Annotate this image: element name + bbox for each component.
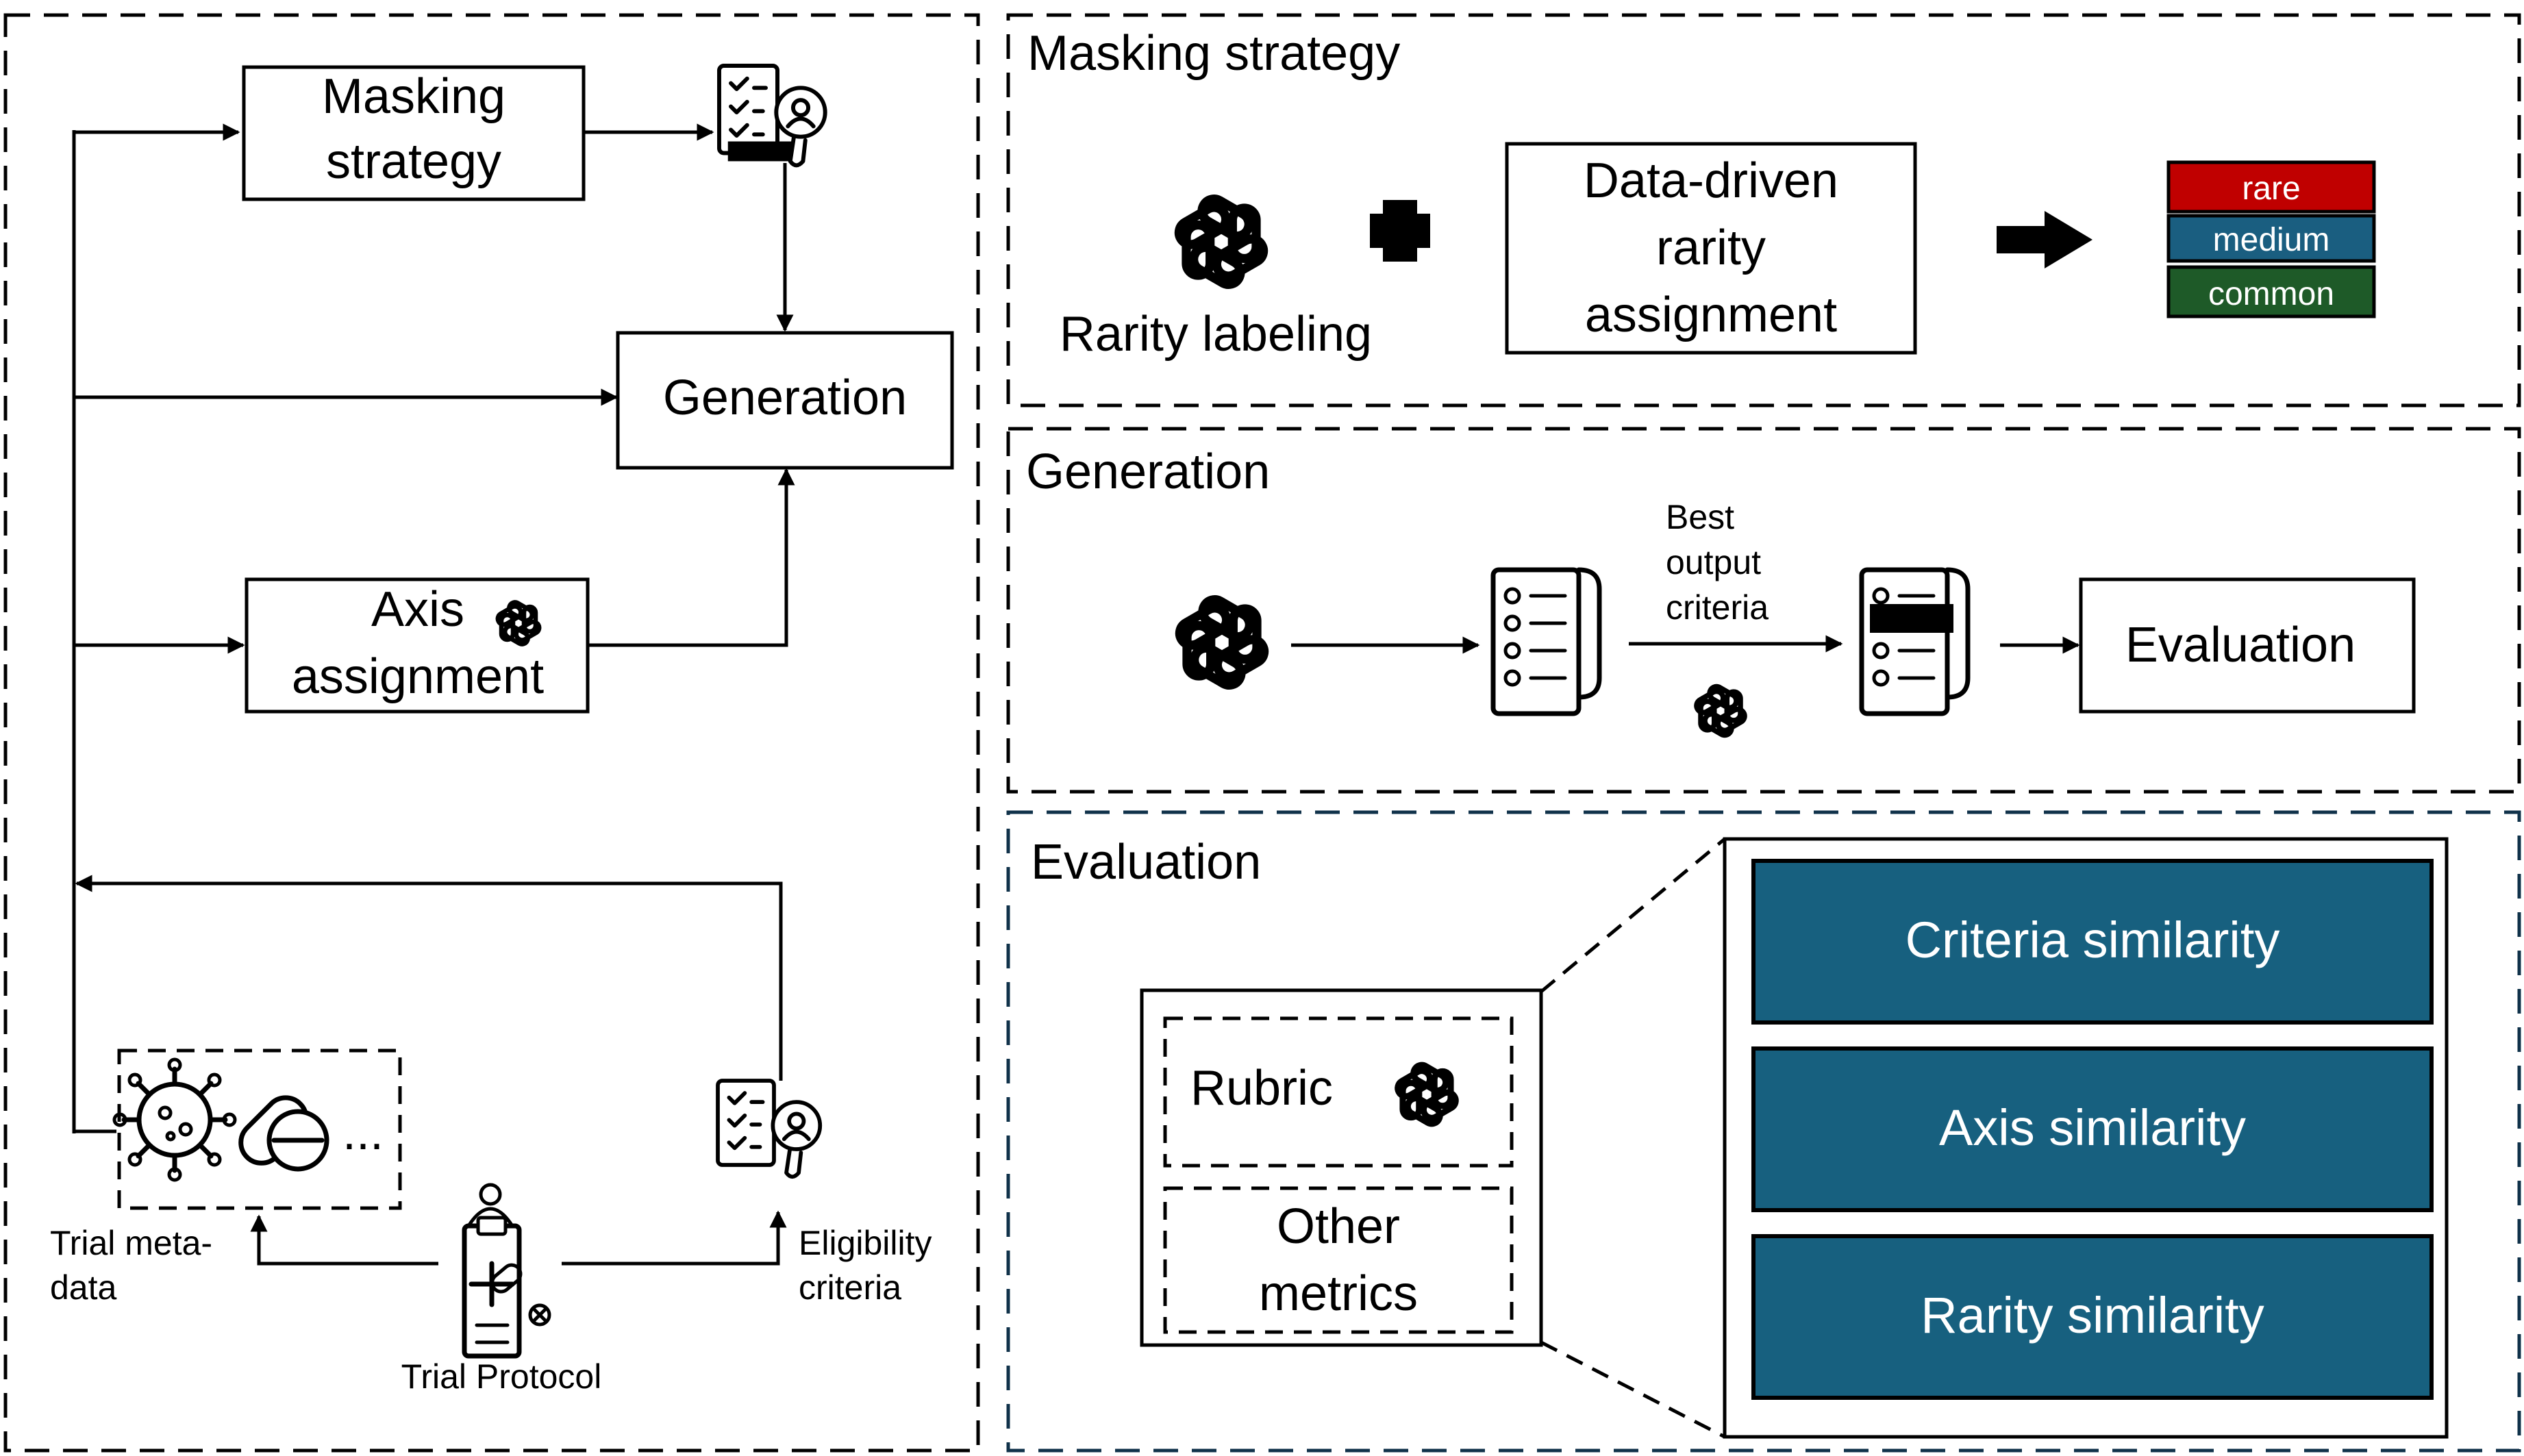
- rarity-level-label: medium: [2213, 222, 2330, 258]
- rarity-level-medium: [2166, 214, 2376, 263]
- similarity-label: Rarity similarity: [1921, 1287, 2264, 1344]
- rarity-level-rare: [2166, 160, 2376, 214]
- rarity-level-common: [2166, 265, 2376, 318]
- other-metrics-box: [1163, 1186, 1514, 1334]
- masking-panel-frame: [1006, 13, 2521, 407]
- pill-icon: [238, 1095, 329, 1172]
- metrics-box: [1140, 988, 1543, 1347]
- rarity-level-label: common: [2208, 276, 2334, 312]
- axis-line1: Axis: [371, 582, 464, 637]
- trial-protocol-icon: [462, 1183, 551, 1359]
- eligibility-line1: Eligibility: [799, 1224, 932, 1262]
- similarity-label: Criteria similarity: [1906, 912, 2280, 968]
- arrow-protocol-to-metadata: [250, 1214, 438, 1266]
- evaluation-label: Evaluation: [2125, 618, 2356, 673]
- best-line2: output: [1666, 543, 1761, 581]
- thick-arrow-icon: [1997, 211, 2092, 268]
- trial-metadata-box: [117, 1049, 402, 1210]
- rarity-level-label: rare: [2242, 171, 2300, 207]
- trial-meta-line2: data: [50, 1268, 117, 1307]
- similarity-rarity: [1751, 1234, 2434, 1400]
- generation-label: Generation: [663, 371, 907, 425]
- evaluation-panel-title: Evaluation: [1031, 835, 1261, 890]
- similarity-label: Axis similarity: [1939, 1099, 2246, 1156]
- data-driven-line1: Data-driven: [1584, 153, 1838, 208]
- other-line2: metrics: [1259, 1266, 1418, 1321]
- similarity-criteria: [1751, 859, 2434, 1025]
- masking-panel-title: Masking strategy: [1027, 26, 1400, 81]
- arrow-feedback-eligibility: [75, 875, 783, 1081]
- arrow-axis-to-generation: [588, 468, 795, 647]
- openai-icon: [1694, 684, 1747, 738]
- more-ellipsis: ...: [342, 1105, 384, 1160]
- best-line3: criteria: [1666, 588, 1769, 627]
- rarity-level-list: rare medium common: [2166, 160, 2376, 318]
- arrow-protocol-to-eligibility: [562, 1210, 787, 1266]
- generation-box: [616, 331, 954, 470]
- rarity-labeling-label: Rarity labeling: [1060, 307, 1372, 362]
- axis-assignment-box: [245, 577, 590, 714]
- generation-panel-title: Generation: [1026, 444, 1270, 499]
- masking-strategy-line1: Masking: [322, 69, 505, 124]
- generation-panel-frame: [1006, 427, 2521, 794]
- candidate-criteria-doc-icon: [1493, 570, 1599, 714]
- zoom-connector-bottom: [1540, 1340, 1726, 1439]
- masking-strategy-line2: strategy: [326, 134, 501, 189]
- trial-protocol-label: Trial Protocol: [401, 1357, 602, 1396]
- similarity-axis: [1751, 1046, 2434, 1212]
- left-panel-frame: [3, 13, 980, 1453]
- virus-icon: [112, 1057, 237, 1182]
- openai-icon: [1175, 194, 1268, 288]
- other-line1: Other: [1277, 1199, 1400, 1254]
- data-driven-box: [1505, 142, 1917, 355]
- data-driven-line3: assignment: [1585, 288, 1837, 342]
- rubric-label: Rubric: [1190, 1061, 1333, 1116]
- best-line1: Best: [1666, 498, 1734, 536]
- eligibility-line2: criteria: [799, 1268, 901, 1307]
- data-driven-line2: rarity: [1656, 221, 1766, 275]
- axis-line2: assignment: [292, 649, 544, 704]
- plus-icon: [1370, 200, 1430, 262]
- zoom-connector-top: [1540, 838, 1726, 993]
- trial-meta-line1: Trial meta-: [50, 1224, 212, 1262]
- masked-checklist-icon: [719, 66, 825, 165]
- openai-icon: [1175, 595, 1269, 689]
- eligibility-checklist-icon: [718, 1081, 820, 1177]
- evaluation-box: [2079, 577, 2416, 714]
- rubric-box: [1163, 1016, 1514, 1168]
- best-criteria-doc-icon: [1862, 570, 1968, 714]
